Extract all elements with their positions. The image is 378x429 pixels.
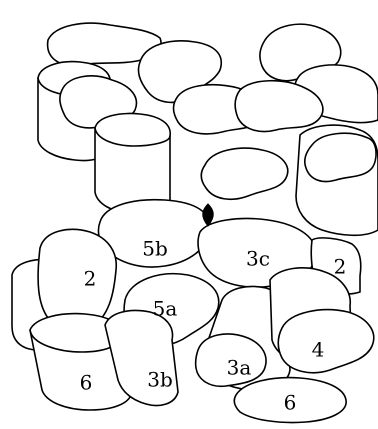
- label-6-right: 6: [284, 391, 297, 415]
- subunit-center-bean: [201, 148, 287, 199]
- subunit-4: [278, 310, 373, 373]
- label-2-left: 2: [84, 267, 97, 291]
- label-3a: 3a: [227, 356, 252, 380]
- label-3c: 3c: [246, 247, 270, 271]
- label-2-right: 2: [334, 255, 347, 279]
- label-5a: 5a: [153, 297, 178, 321]
- label-4: 4: [312, 338, 325, 362]
- label-6-left: 6: [80, 371, 93, 395]
- label-3b: 3b: [147, 368, 173, 392]
- label-5b: 5b: [142, 237, 168, 261]
